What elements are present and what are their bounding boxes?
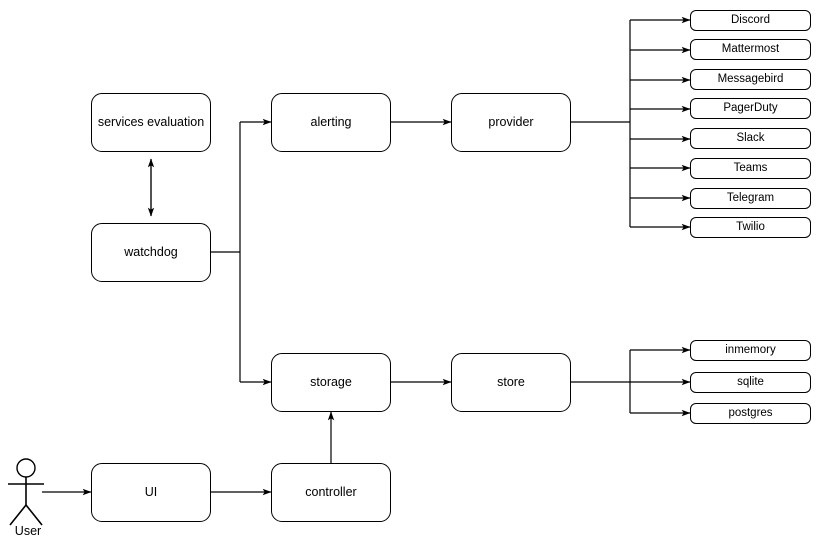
node-storage[interactable]: storage (271, 353, 391, 412)
node-label: watchdog (124, 245, 178, 259)
node-provider-telegram[interactable]: Telegram (690, 188, 811, 209)
node-label: sqlite (737, 376, 764, 389)
node-label: alerting (310, 115, 352, 129)
actor-label: User (14, 524, 42, 538)
node-provider-messagebird[interactable]: Messagebird (690, 69, 811, 90)
node-provider-mattermost[interactable]: Mattermost (690, 39, 811, 60)
node-label: inmemory (725, 344, 776, 357)
node-watchdog[interactable]: watchdog (91, 223, 211, 282)
node-provider-twilio[interactable]: Twilio (690, 217, 811, 238)
node-provider-pagerduty[interactable]: PagerDuty (690, 98, 811, 119)
node-controller[interactable]: controller (271, 463, 391, 522)
node-label: store (497, 375, 525, 389)
node-store-postgres[interactable]: postgres (690, 403, 811, 424)
node-store-inmemory[interactable]: inmemory (690, 340, 811, 361)
node-label: provider (488, 115, 534, 129)
node-label: Messagebird (717, 73, 784, 86)
node-provider-slack[interactable]: Slack (690, 128, 811, 149)
node-ui[interactable]: UI (91, 463, 211, 522)
node-label: Telegram (726, 192, 775, 205)
node-provider-teams[interactable]: Teams (690, 158, 811, 179)
stick-figure-icon (8, 458, 44, 526)
node-label: postgres (728, 407, 773, 420)
node-label: storage (310, 375, 352, 389)
node-label: services evaluation (97, 115, 205, 129)
node-label: Teams (733, 162, 768, 175)
node-label: PagerDuty (723, 102, 778, 115)
node-label: UI (144, 485, 158, 499)
node-alerting[interactable]: alerting (271, 93, 391, 152)
node-label: Twilio (736, 221, 765, 234)
node-label: Discord (731, 14, 770, 27)
node-label: controller (305, 485, 357, 499)
node-store-sqlite[interactable]: sqlite (690, 372, 811, 393)
node-store[interactable]: store (451, 353, 571, 412)
node-label: Mattermost (721, 43, 780, 56)
node-label: Slack (736, 132, 765, 145)
node-provider-discord[interactable]: Discord (690, 10, 811, 31)
node-provider[interactable]: provider (451, 93, 571, 152)
node-services-evaluation[interactable]: services evaluation (91, 93, 211, 152)
